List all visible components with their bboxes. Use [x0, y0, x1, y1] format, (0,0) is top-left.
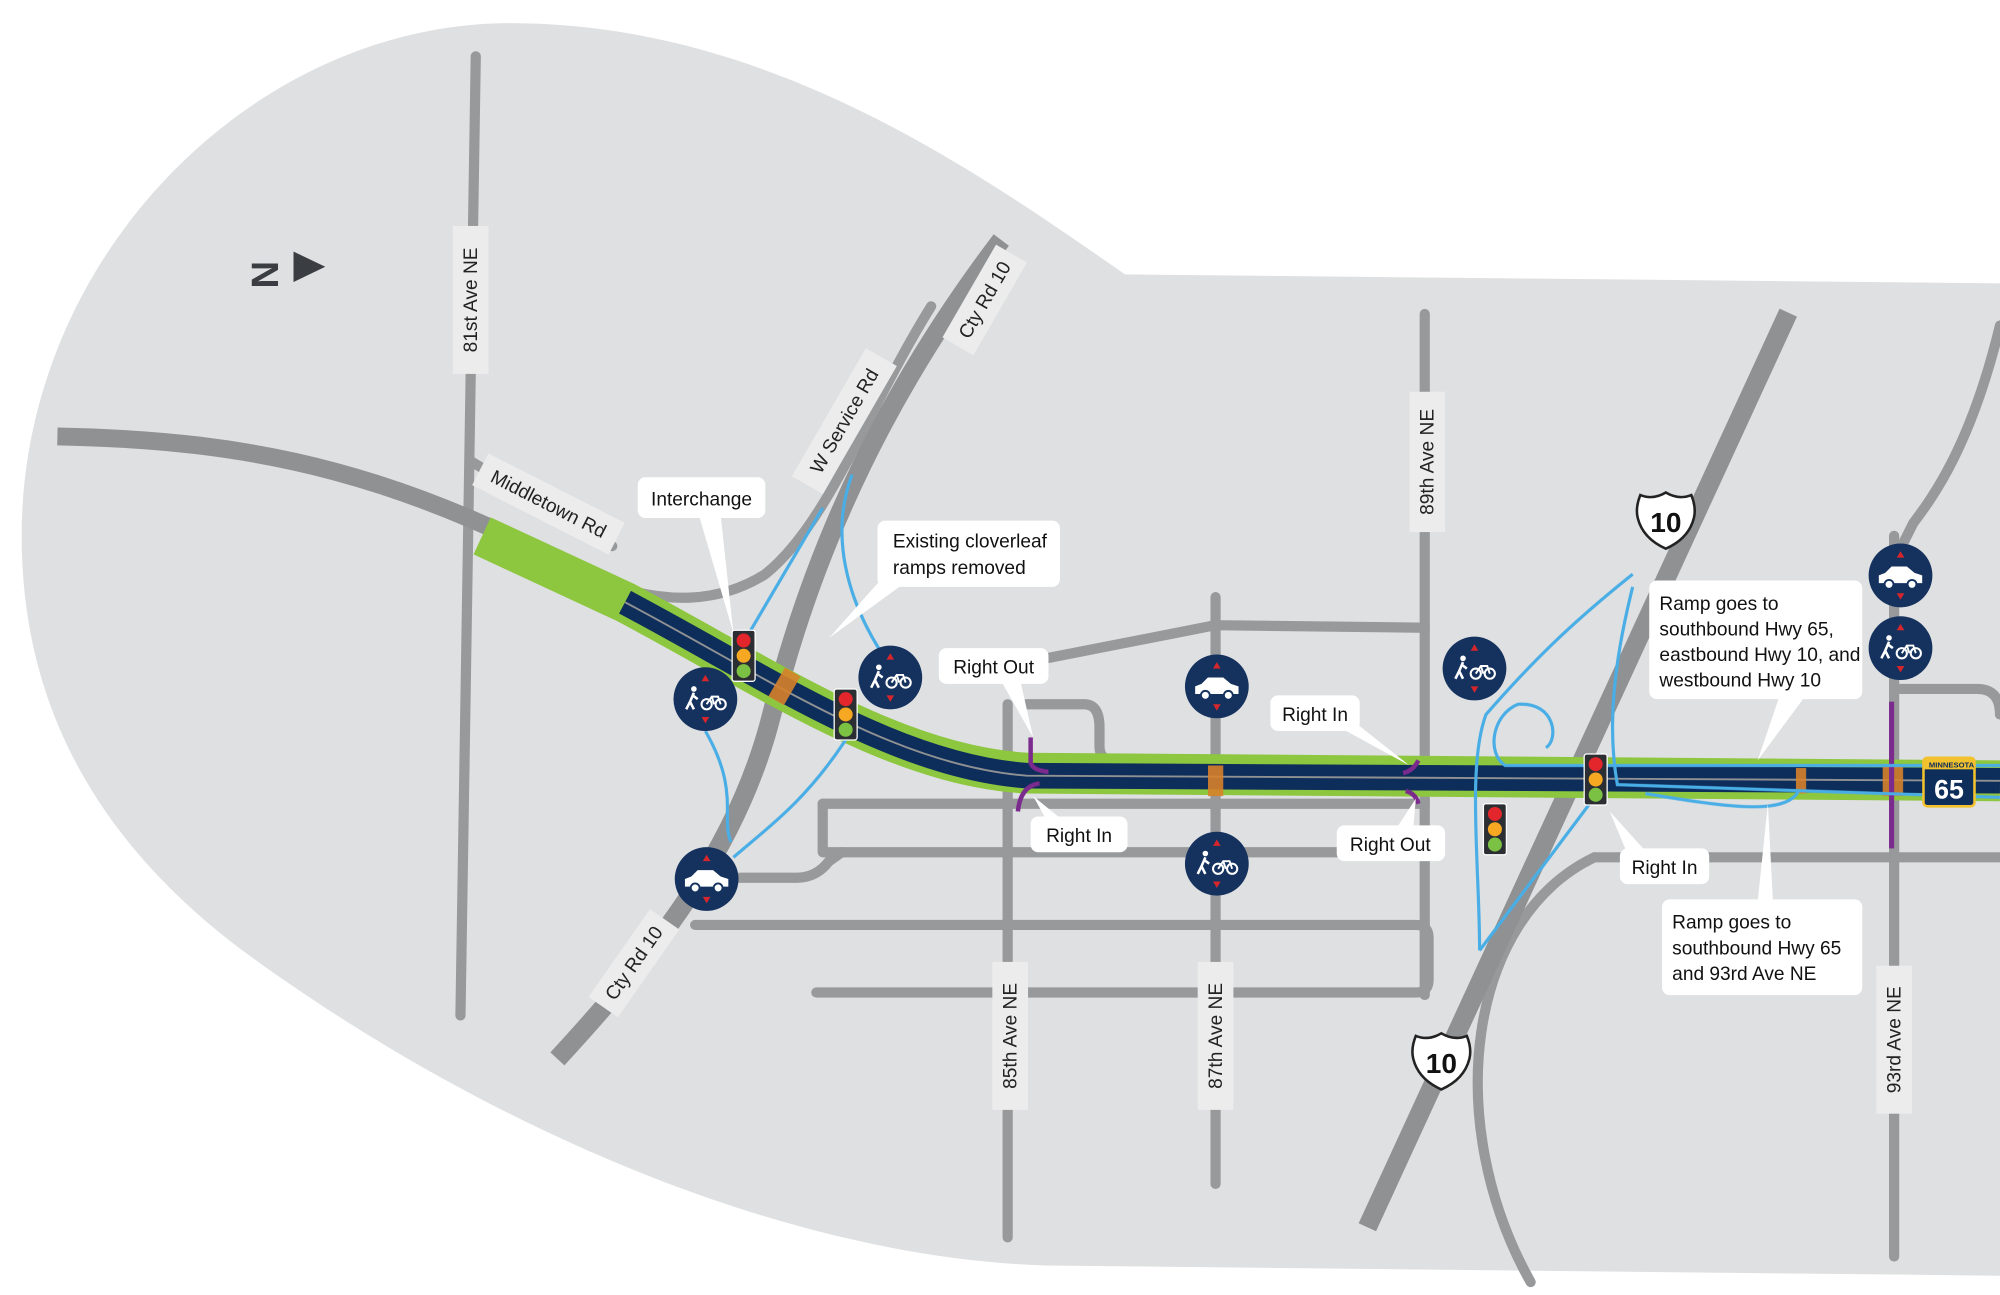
- traffic-signal-icon: [1583, 753, 1608, 806]
- pedestrian-bike-crossing-icon: [1867, 614, 1934, 682]
- pedestrian-bike-crossing-icon: [1183, 830, 1250, 897]
- road-label-85th: 85th Ave NE: [992, 961, 1029, 1110]
- mn-65-shield-icon: MINNESOTA 65: [1922, 756, 1976, 808]
- road-label-89th: 89th Ave NE: [1409, 391, 1446, 533]
- road-name: 93rd Ave NE: [1885, 986, 1906, 1093]
- svg-text:Existing cloverleaf: Existing cloverleaf: [893, 531, 1048, 552]
- svg-text:10: 10: [1650, 507, 1681, 538]
- svg-text:eastbound Hwy 10, and: eastbound Hwy 10, and: [1659, 645, 1860, 666]
- car-crossing-icon: [1867, 542, 1934, 609]
- car-crossing-icon: [1183, 653, 1250, 720]
- svg-text:10: 10: [1426, 1048, 1457, 1079]
- north-arrow-icon: N: [244, 251, 326, 289]
- callout-right-in-85: Right In: [1030, 796, 1128, 853]
- us-10-shield-south-icon: 10: [1411, 1032, 1472, 1091]
- road-name: 85th Ave NE: [1001, 983, 1022, 1089]
- road-name: 89th Ave NE: [1418, 409, 1439, 515]
- road-label-93rd: 93rd Ave NE: [1876, 965, 1912, 1114]
- traffic-signal-icon: [1482, 803, 1508, 856]
- callout-cloverleaf: Existing cloverleaf ramps removed: [829, 520, 1060, 638]
- svg-text:Right Out: Right Out: [1350, 835, 1431, 856]
- svg-text:southbound Hwy 65,: southbound Hwy 65,: [1659, 619, 1833, 640]
- north-label: N: [244, 261, 287, 289]
- road-name: 81st Ave NE: [461, 247, 482, 352]
- ramps: [703, 474, 2000, 952]
- svg-text:Right In: Right In: [1046, 826, 1112, 847]
- callout-right-in-89: Right In: [1270, 695, 1410, 766]
- callout-ramp-south: Ramp goes to southbound Hwy 65 and 93rd …: [1661, 803, 1863, 996]
- turn-lanes: [1015, 737, 1421, 812]
- pedestrian-bike-crossing-icon: [1441, 635, 1508, 702]
- svg-text:Interchange: Interchange: [651, 489, 752, 510]
- callout-ramp-north: Ramp goes to southbound Hwy 65, eastboun…: [1649, 580, 1863, 761]
- svg-text:65: 65: [1934, 775, 1964, 805]
- pedestrian-bike-crossing-icon: [857, 644, 924, 711]
- crossings: [768, 667, 1904, 797]
- traffic-signal-icon: [833, 688, 858, 741]
- us-10-shield-north-icon: 10: [1635, 491, 1697, 550]
- svg-text:MINNESOTA: MINNESOTA: [1929, 760, 1975, 769]
- svg-text:Right In: Right In: [1632, 858, 1698, 879]
- svg-text:Ramp goes to: Ramp goes to: [1659, 594, 1778, 615]
- callout-interchange: Interchange: [637, 477, 766, 633]
- svg-text:ramps removed: ramps removed: [893, 558, 1026, 579]
- svg-text:southbound Hwy 65: southbound Hwy 65: [1672, 938, 1841, 959]
- road-name: 87th Ave NE: [1206, 983, 1227, 1089]
- car-crossing-icon: [673, 846, 740, 912]
- svg-text:westbound Hwy 10: westbound Hwy 10: [1658, 670, 1821, 691]
- callout-right-out-85: Right Out: [938, 648, 1049, 738]
- road-label-87th: 87th Ave NE: [1197, 961, 1234, 1110]
- svg-text:Ramp goes to: Ramp goes to: [1672, 913, 1791, 934]
- road-label-81st: 81st Ave NE: [452, 225, 489, 374]
- callout-right-in-10: Right In: [1609, 811, 1710, 885]
- pedestrian-bike-crossing-icon: [672, 665, 739, 733]
- svg-text:and 93rd Ave NE: and 93rd Ave NE: [1672, 964, 1816, 985]
- svg-text:Right Out: Right Out: [953, 658, 1034, 679]
- traffic-signal-icon: [731, 629, 756, 682]
- svg-text:Right In: Right In: [1282, 705, 1348, 726]
